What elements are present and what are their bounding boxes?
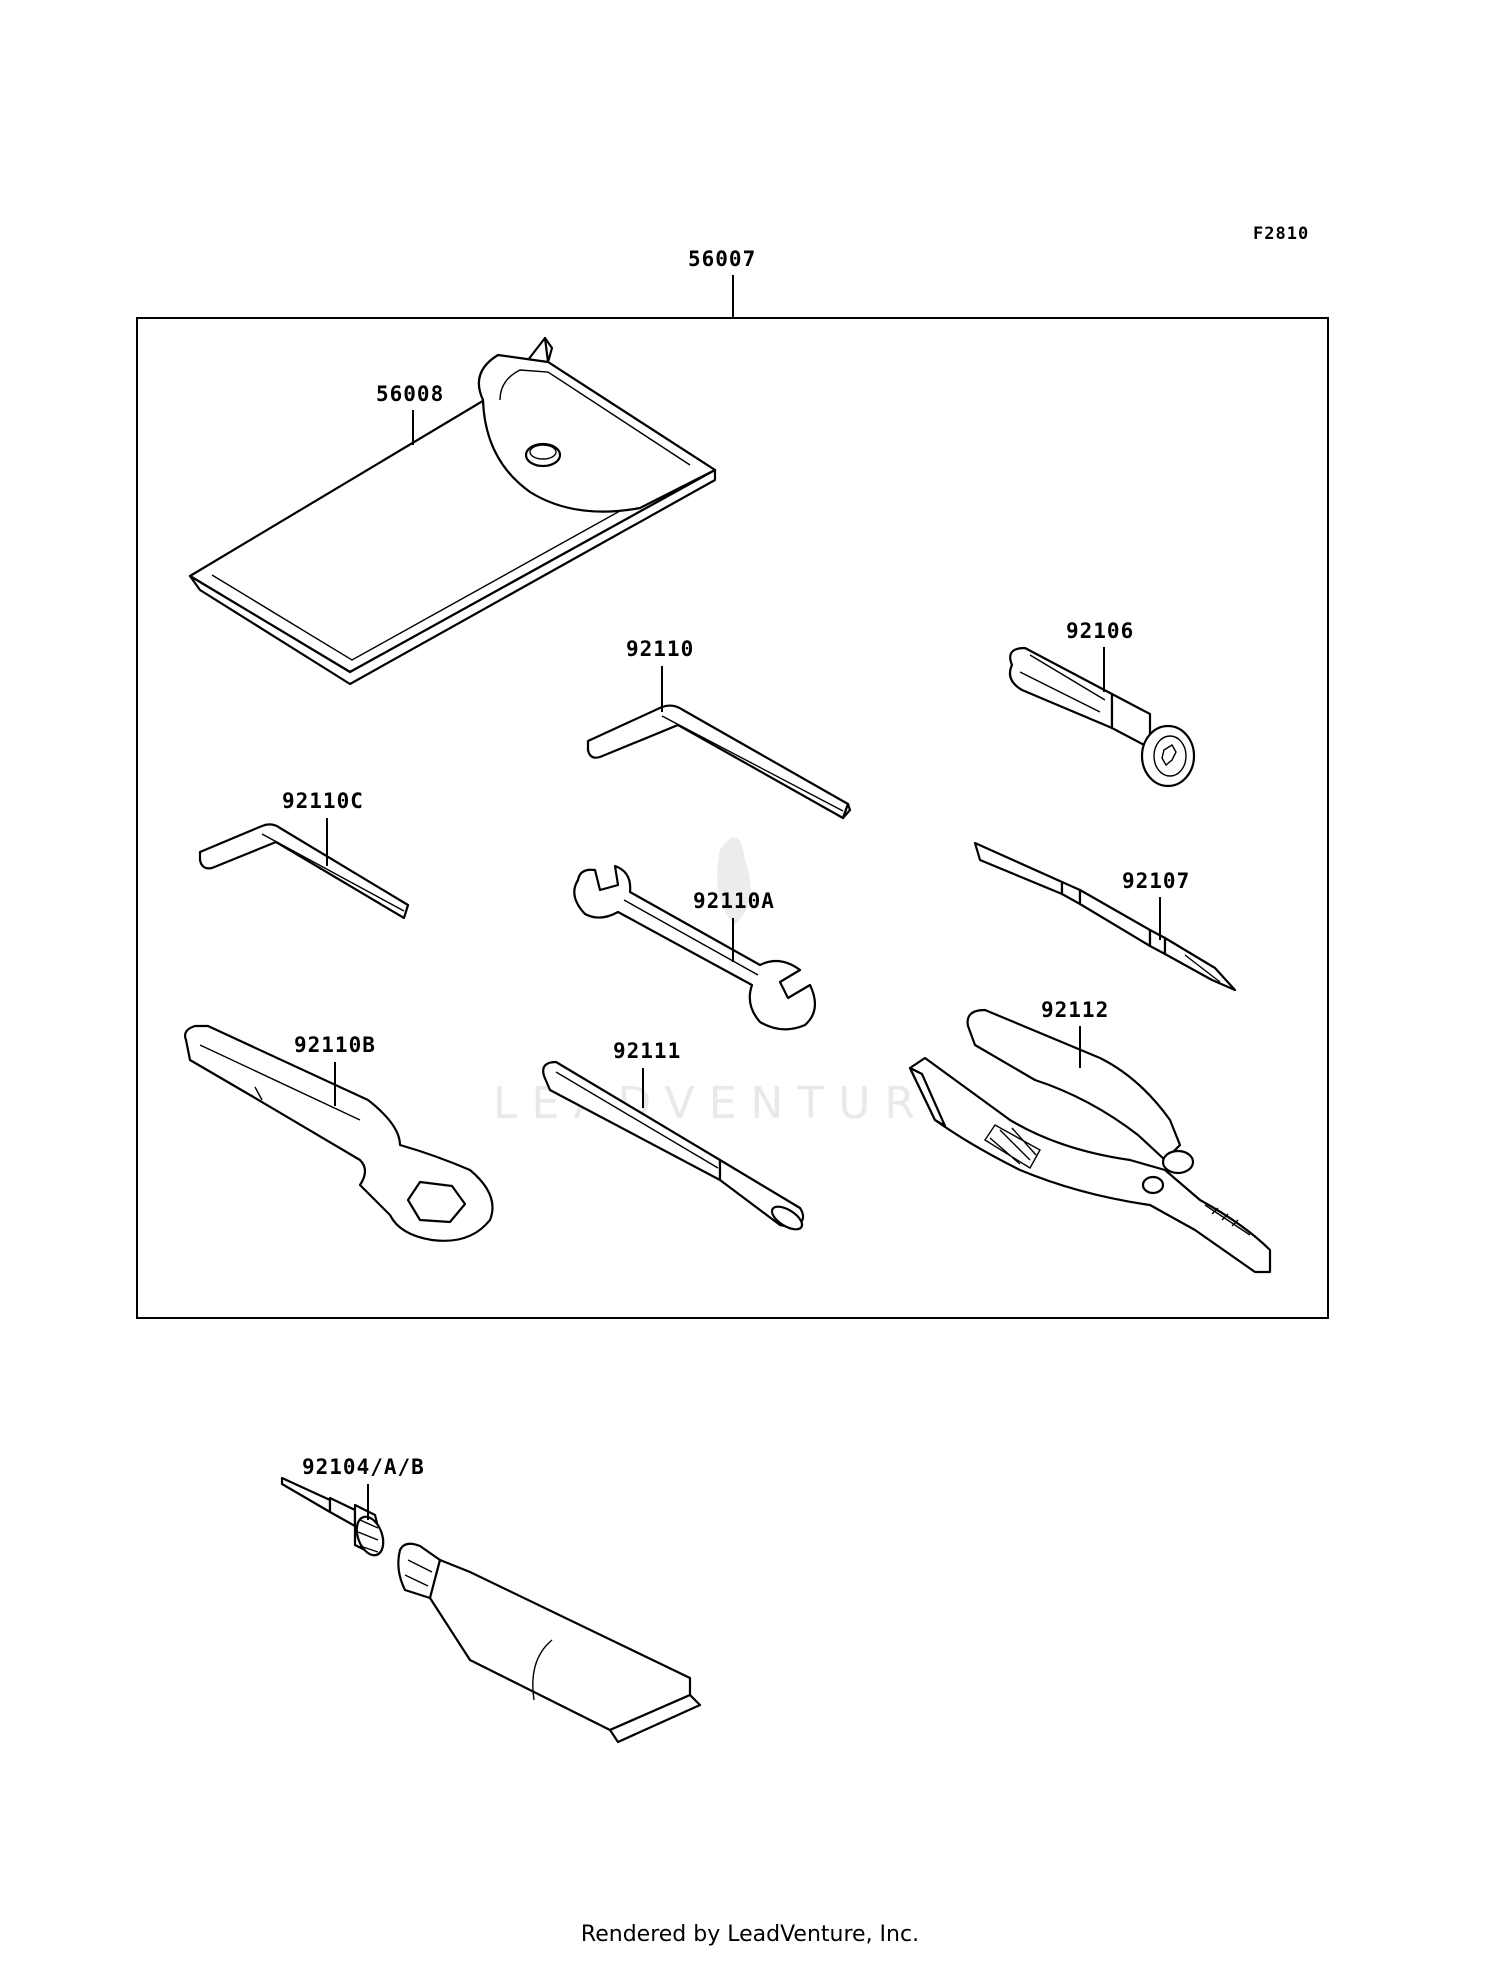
label-92106: 92106 — [1066, 619, 1134, 643]
label-92112: 92112 — [1041, 998, 1109, 1022]
box-end-wrench — [183, 1024, 494, 1242]
label-56008: 56008 — [376, 382, 444, 406]
screwdriver — [973, 841, 1237, 992]
grip-handle — [1008, 646, 1196, 788]
label-92107: 92107 — [1122, 869, 1190, 893]
label-92110: 92110 — [626, 637, 694, 661]
open-end-wrench — [573, 864, 817, 1031]
footer-credit: Rendered by LeadVenture, Inc. — [580, 1922, 920, 1947]
label-92110B: 92110B — [294, 1033, 376, 1057]
label-92104: 92104/A/B — [302, 1455, 425, 1479]
extension-bar — [542, 1060, 805, 1231]
label-92110C: 92110C — [282, 789, 364, 813]
pliers — [908, 1008, 1272, 1274]
kit-frame — [136, 317, 1329, 1319]
label-92110A: 92110A — [693, 889, 775, 913]
hex-wrench-large — [586, 704, 852, 820]
figure-code: F2810 — [1253, 224, 1309, 244]
tool-pouch — [188, 336, 717, 686]
label-92111: 92111 — [613, 1039, 681, 1063]
label-56007: 56007 — [688, 247, 756, 271]
repair-kit — [280, 1476, 702, 1744]
hex-wrench-small — [198, 823, 410, 920]
